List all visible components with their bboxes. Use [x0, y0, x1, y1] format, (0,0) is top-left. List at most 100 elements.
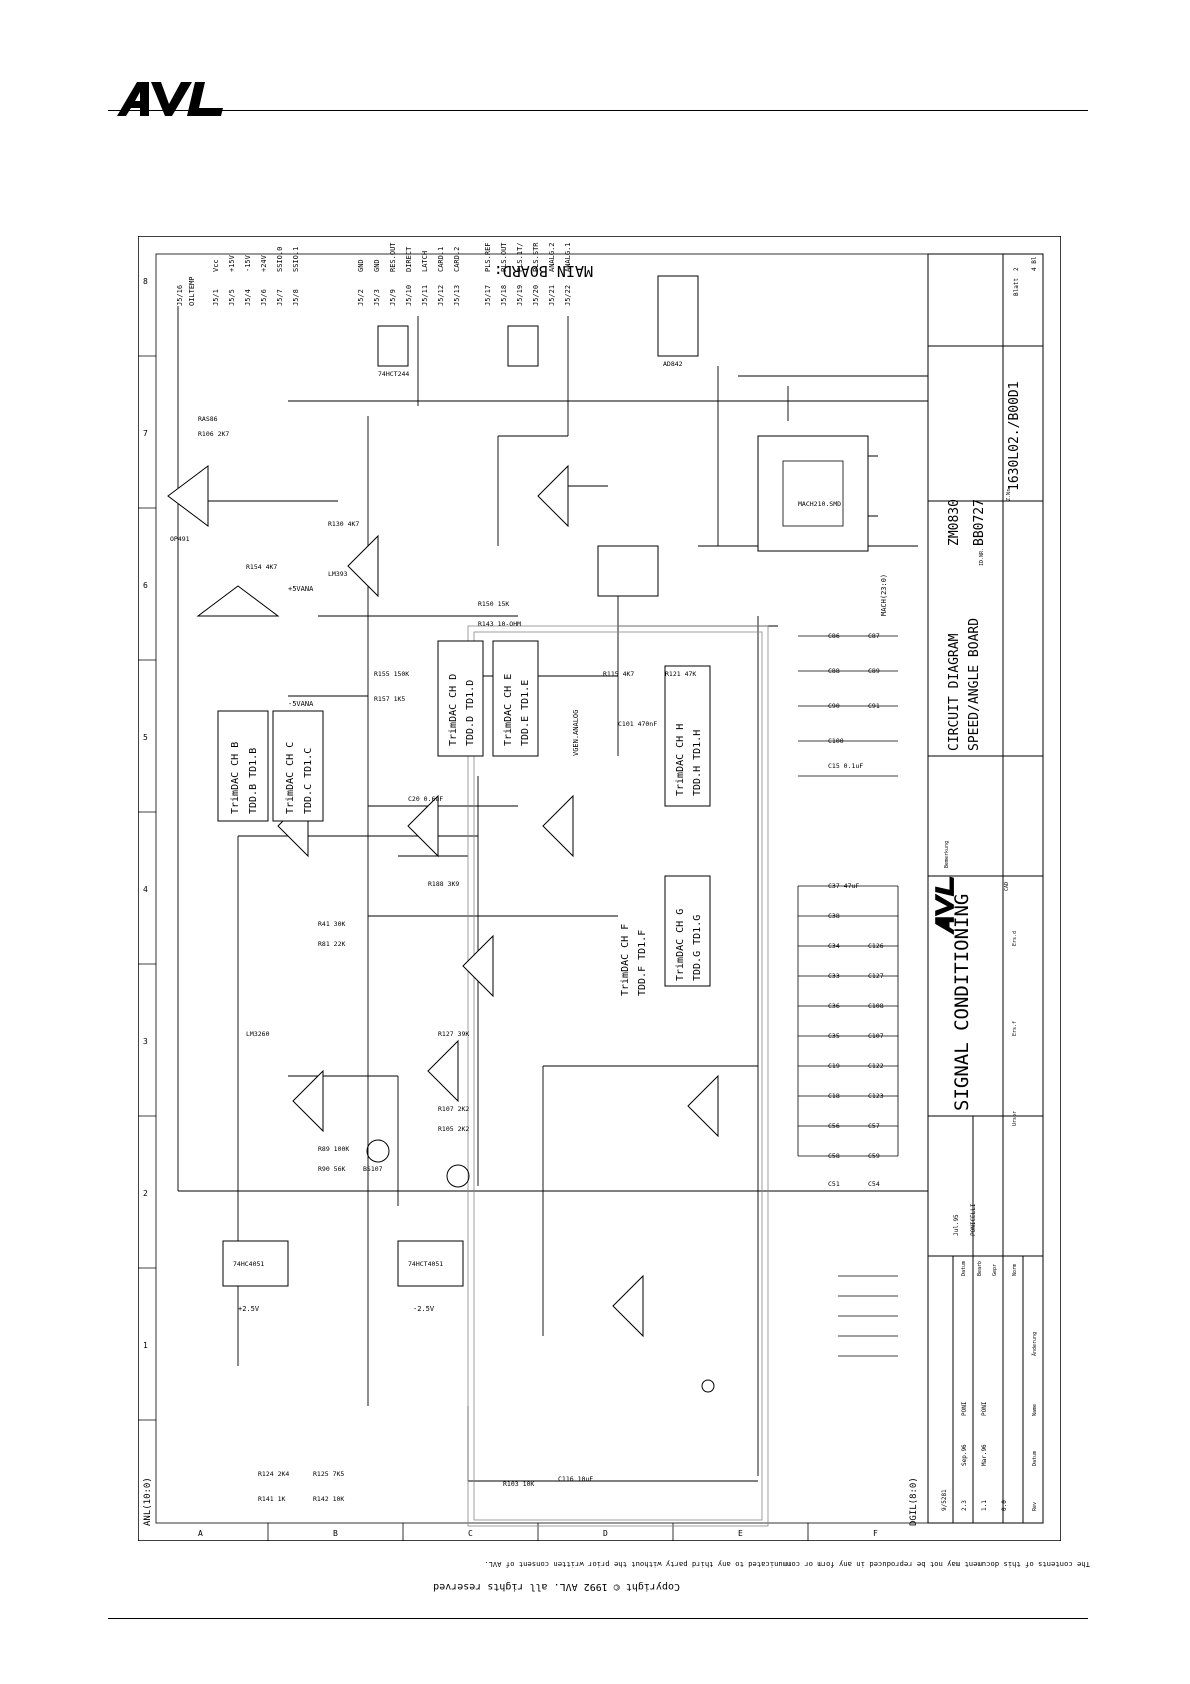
- cap-c36: C36: [828, 1002, 840, 1010]
- cap-c101: C101 470nF: [618, 720, 657, 728]
- resistor-r157: R157 1K5: [374, 695, 405, 703]
- gepr-label: Gepr: [992, 1264, 998, 1276]
- svg-text:SSIO.1: SSIO.1: [292, 247, 300, 272]
- trimdac-ch-d: [437, 640, 484, 757]
- trimdac-f-name: TrimDAC CH F: [620, 924, 631, 996]
- main-board-caption: MAIN BOARD:: [494, 262, 593, 280]
- connector-group-b: J5/2 GND J5/3 GND J5/9 RES.OUT J5/10 DIR…: [357, 242, 461, 306]
- net-plus-2v5: +2.5V: [238, 1305, 260, 1313]
- op-amp-ic25: [612, 1274, 644, 1338]
- svg-text:RES.OUT: RES.OUT: [389, 242, 397, 272]
- resistor-r89: R89 100K: [318, 1145, 349, 1153]
- connector-group-c: J5/17 PLS.REF J5/18 PLS.OUT J5/19 PLS.1T…: [484, 242, 572, 306]
- cap-c87: C87: [868, 632, 880, 640]
- svg-text:PLS.1T/: PLS.1T/: [516, 242, 524, 272]
- svg-text:J5/3: J5/3: [373, 289, 381, 306]
- svg-text:J5/1: J5/1: [212, 289, 220, 306]
- trimdac-b-name: TrimDAC CH B: [230, 742, 241, 814]
- zone-marker-4: 4: [143, 885, 148, 894]
- trimdac-h-ref: TDD.H TD1.H: [692, 730, 703, 796]
- title-circuit-diagram: CIRCUIT DIAGRAM: [947, 633, 962, 751]
- rev-1: 2.3: [961, 1500, 968, 1511]
- capacitor-ladder: [797, 635, 899, 1357]
- zone-marker-b: B: [333, 1529, 338, 1538]
- net-mach: MACH(23:0): [880, 574, 888, 616]
- zone-marker-2: 2: [143, 1189, 148, 1198]
- copyright-block: Copyright © 1992 AVL. all rights reserve…: [210, 1548, 1090, 1592]
- part-ad842: AD842: [663, 360, 683, 368]
- svg-text:J5/10: J5/10: [405, 285, 413, 306]
- svg-text:CARD.1: CARD.1: [437, 247, 445, 272]
- sheet-no: 2: [1013, 267, 1020, 271]
- svg-text:Vcc: Vcc: [212, 259, 220, 272]
- part-lm3260: LM3260: [246, 1030, 270, 1038]
- resistor-r155: R155 150K: [374, 670, 409, 678]
- net-vgen-analog: VGEN.ANALOG: [572, 710, 580, 756]
- svg-text:SSIO.0: SSIO.0: [276, 247, 284, 272]
- cap-c18: C18: [828, 1092, 840, 1100]
- resistor-r142: R142 10K: [313, 1495, 344, 1503]
- svg-text:J5/22: J5/22: [564, 285, 572, 306]
- part-bs107: BS107: [363, 1165, 383, 1173]
- rev-header-rev: Rev: [1032, 1502, 1038, 1511]
- svg-text:J5/7: J5/7: [276, 289, 284, 306]
- svg-text:J5/21: J5/21: [548, 285, 556, 306]
- rev-header-change: Änderung: [1031, 1332, 1038, 1356]
- drawing-no: ZM0830: [947, 499, 962, 546]
- op-amp-ic24b: [347, 534, 379, 598]
- svg-text:J5/18: J5/18: [500, 285, 508, 306]
- op-amp-ic10: [292, 1069, 324, 1133]
- cap-c15: C15 0.1uF: [828, 762, 863, 770]
- svg-text:J5/8: J5/8: [292, 289, 300, 306]
- sheet-inner-frame: [155, 253, 1044, 1524]
- svg-text:GND: GND: [373, 259, 381, 272]
- svg-text:ANALG.2: ANALG.2: [548, 242, 556, 272]
- ursp-label: Urspr: [1012, 1111, 1018, 1126]
- svg-text:J5/11: J5/11: [421, 285, 429, 306]
- bearb-label: Bearb: [977, 1261, 983, 1276]
- net-minus-5vana: -5VANA: [288, 700, 314, 708]
- trimdac-ch-c: [272, 710, 324, 822]
- rev-1-date: Sep.96: [961, 1444, 968, 1466]
- cap-c54: C54: [868, 1180, 880, 1188]
- cad-label: CAD: [1004, 882, 1010, 891]
- ic18-74hct4051: [597, 545, 659, 597]
- part-lm393: LM393: [328, 570, 348, 578]
- zone-marker-1: 1: [143, 1341, 148, 1350]
- resistor-r106: R106 2K7: [198, 430, 229, 438]
- title-block: [927, 253, 1044, 1524]
- resistor-r81: R81 22K: [318, 940, 345, 948]
- zone-marker-a: A: [198, 1529, 203, 1538]
- op-amps: [167, 464, 719, 1338]
- trimdac-h-name: TrimDAC CH H: [675, 724, 686, 796]
- net-5vana: +5VANA: [288, 585, 314, 593]
- zone-marker-c: C: [468, 1529, 473, 1538]
- trimdac-ch-b: [217, 710, 269, 822]
- zone-marker-e: E: [738, 1529, 743, 1538]
- op-amp-ic20: [427, 1039, 459, 1103]
- svg-text:J5/2: J5/2: [357, 289, 365, 306]
- copyright-line: Copyright © 1992 AVL. all rights reserve…: [433, 1581, 680, 1592]
- part-74hc4051: 74HC4051: [233, 1260, 264, 1268]
- cap-c89: C89: [868, 667, 880, 675]
- header-rule: [108, 110, 1088, 111]
- cap-c91: C91: [868, 702, 880, 710]
- sheet-frame: [138, 236, 1061, 1541]
- cap-c127: C127: [868, 972, 884, 980]
- trimdac-g-name: TrimDAC CH G: [675, 909, 686, 981]
- svg-text:GND: GND: [357, 259, 365, 272]
- cap-c37: C37 47uF: [828, 882, 859, 890]
- ers-d-label: Ers.d: [1012, 931, 1018, 946]
- svg-text:J5/12: J5/12: [437, 285, 445, 306]
- cap-c100: C100: [828, 737, 844, 745]
- zone-marker-8: 8: [143, 277, 148, 286]
- resistor-r41: R41 30K: [318, 920, 345, 928]
- id-no: BB0727: [972, 499, 987, 546]
- cap-c33: C33: [828, 972, 840, 980]
- resistor-r154: R154 4K7: [246, 563, 277, 571]
- transistors: [366, 1139, 715, 1393]
- cap-c51: C51: [828, 1180, 840, 1188]
- date-value: Jul.95: [953, 1214, 960, 1236]
- avl-logo: [117, 82, 223, 116]
- trimdac-d-ref: TDD.D TD1.D: [465, 680, 476, 746]
